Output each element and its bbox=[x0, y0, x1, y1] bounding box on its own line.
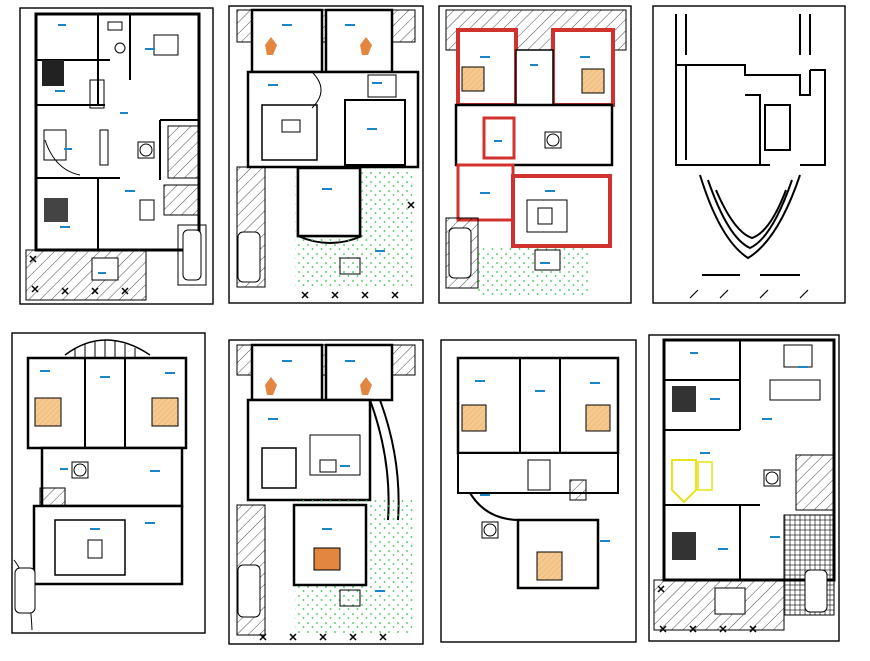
plan-8 bbox=[648, 334, 840, 642]
plan-3 bbox=[438, 5, 632, 304]
plan-4 bbox=[652, 5, 846, 304]
plan-5 bbox=[11, 332, 206, 634]
plan-6 bbox=[228, 339, 424, 645]
plan-2 bbox=[228, 5, 424, 304]
plan-7 bbox=[440, 339, 637, 643]
plan-1 bbox=[19, 7, 214, 305]
